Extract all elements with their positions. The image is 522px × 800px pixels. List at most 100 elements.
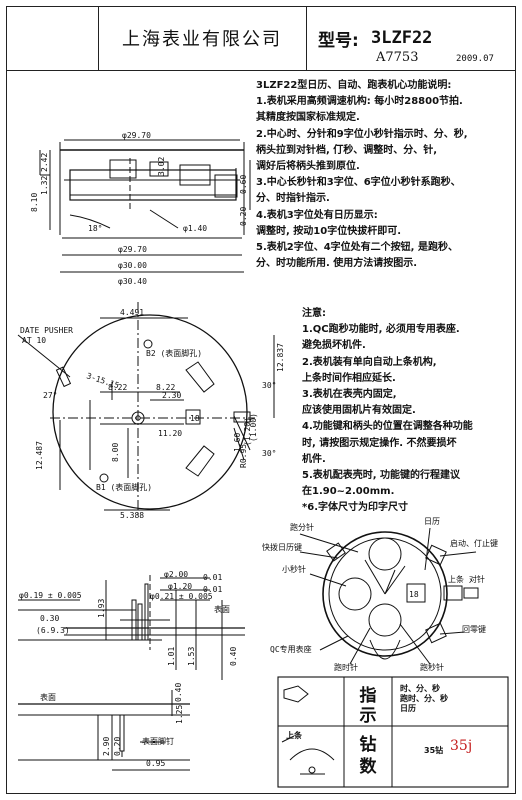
model-label: 型号: xyxy=(318,31,359,51)
caution-notes: 注意: 1.QC跑秒功能时, 必须用专用表座. 避免损坏机件. 2.表机装有单向自动… xyxy=(302,306,473,517)
note-line: 避免损坏机件. xyxy=(302,340,366,352)
dial-view-dimension: (1.00) xyxy=(249,413,258,442)
note-line: 1.表机采用高频调速机构: 每小时28800节拍. xyxy=(256,96,463,108)
spec-label-indication: 指示 xyxy=(359,686,377,726)
spec-table xyxy=(277,676,509,788)
function-callout-label: 快拨日历键 xyxy=(262,542,302,552)
function-callout-label: 回零键 xyxy=(462,624,486,634)
hand-stack-dimension: φ0.19 ± 0.005 xyxy=(19,591,82,600)
note-line: 1.QC跑秒功能时, 必须用专用表座. xyxy=(302,324,460,336)
hand-stack-dimension: 1.93 xyxy=(97,599,106,618)
dial-feet-view xyxy=(18,690,190,771)
dial-feet-dimension: 1.25 xyxy=(175,705,184,724)
function-callout-label: 日历 xyxy=(424,517,440,526)
dial-view-dimension: 12.837 xyxy=(276,343,285,372)
spec-value-indication: 时、分、秒 跑时、分、秒 日历 xyxy=(400,684,448,714)
side-view-dimension: φ1.40 xyxy=(183,224,207,233)
hand-stack-dimension: 0.40 xyxy=(229,647,238,666)
dial-view-dimension: 8.00 xyxy=(111,443,120,462)
dial-foot-hole-label: B1 (表面脚孔) xyxy=(96,482,152,492)
note-line: 在1.90~2.00mm. xyxy=(302,486,395,498)
dial-view-dimension: 30° xyxy=(262,449,276,458)
dial-surface-label: 表面 xyxy=(214,604,230,614)
dial-view-dimension: 4.491 xyxy=(120,308,144,317)
dial-view-dimension: 2.30 xyxy=(162,391,181,400)
note-line: 上条时间作相应延长. xyxy=(302,372,396,384)
dial-view-dimension: (1.20) xyxy=(243,417,252,446)
hand-stack-dimension: 0.30 xyxy=(40,614,59,623)
note-line: 2.表机装有单向自动上条机构, xyxy=(302,356,437,368)
function-description-notes: 3LZF22型日历、自动、跑表机心功能说明:1.表机采用高频调速机构: 每小时2… xyxy=(256,78,468,272)
hand-stack-dimension: 0.01 xyxy=(203,573,222,582)
function-callout-label: 上条 对针 xyxy=(448,574,485,584)
note-line: 4.表机3字位处有日历显示: xyxy=(256,209,378,221)
handwritten-jewel-count: 35j xyxy=(450,738,473,754)
note-title: 注意: xyxy=(302,308,326,319)
note-line: 2.中心时、分针和9字位小秒针指示时、分、秒, xyxy=(256,128,468,140)
hand-stack-dimension: 1.01 xyxy=(167,647,176,666)
movement-side-view xyxy=(39,139,251,273)
note-line: 分、时功能所用. 使用方法请按图示. xyxy=(256,258,418,270)
dial-foot-hole-label: B2 (表面脚孔) xyxy=(146,348,202,358)
dial-feet-dimension: 0.40 xyxy=(174,683,183,702)
winding-icon-label: 上条 xyxy=(286,731,302,740)
side-view-dimension: φ30.40 xyxy=(118,277,147,286)
dial-foot-label: 表面脚钉 xyxy=(142,736,174,746)
chronograph-function-diagram xyxy=(299,527,479,665)
note-line: 分、时指针指示. xyxy=(256,193,330,205)
function-callout-label: 跑时针 xyxy=(334,662,358,672)
model-number: 3LZF22 xyxy=(371,28,433,48)
dial-view-dimension: 30° xyxy=(262,381,276,390)
dial-feet-dimension: 0.20 xyxy=(113,737,122,756)
dial-view-dimension: R0.95 xyxy=(239,444,248,468)
hand-stack-dimension: φ1.20 xyxy=(168,582,192,591)
side-view-dimension: 18° xyxy=(88,224,102,233)
side-view-dimension: φ29.70 xyxy=(118,245,147,254)
date-window-value: 18 xyxy=(409,590,419,599)
spec-value-jewels: 35钻 xyxy=(424,746,444,755)
title-block-blank-cell xyxy=(6,6,99,70)
drawing-frame xyxy=(6,6,516,794)
spec-label-jewels: 钻数 xyxy=(359,735,377,777)
reference-number: A7753 xyxy=(376,50,419,65)
dial-view-dimension: 5.388 xyxy=(120,511,144,520)
function-callout-label: 跑分针 xyxy=(290,522,314,532)
note-line: 应该使用固机片有效固定. xyxy=(302,405,416,417)
side-view-dimension: 3.02 xyxy=(157,157,166,176)
hand-stack-dimension: 0.01 xyxy=(203,585,222,594)
note-line: 4.功能键和柄头的位置在调整各种功能 xyxy=(302,421,473,433)
spec-value-line2: 跑时、分、秒 xyxy=(400,694,448,703)
function-callout-label: QC专用表座 xyxy=(270,644,312,654)
note-line: 调好后将柄头推到原位. xyxy=(256,161,360,173)
function-callout-label: 小秒针 xyxy=(282,564,306,574)
side-view-dimension: 0.20 xyxy=(239,207,248,226)
side-view-dimension: 8.10 xyxy=(30,193,39,212)
hand-stack-view xyxy=(18,575,245,680)
side-view-dimension: 0.60 xyxy=(239,175,248,194)
note-line: 3.中心长秒针和3字位、6字位小秒针系跑秒、 xyxy=(256,177,461,189)
date-window-label: 18 xyxy=(190,414,200,423)
title-block: 上海表业有限公司 型号: 3LZF22 A7753 2009.07 xyxy=(6,6,516,71)
note-line: 3.表机在表壳内固定, xyxy=(302,389,397,401)
dial-view-dimension: 11.20 xyxy=(158,429,182,438)
note-line: 机件. xyxy=(302,453,326,465)
movement-dial-view xyxy=(17,302,275,515)
spec-value-line1: 时、分、秒 xyxy=(400,684,440,693)
dial-feet-dimension: 0.95 xyxy=(146,759,165,768)
hand-stack-dimension: φ0.21 ± 0.005 xyxy=(150,592,213,601)
model-cell: 型号: 3LZF22 A7753 2009.07 xyxy=(306,6,516,70)
note-line: 时, 请按图示规定操作. 不然要损坏 xyxy=(302,437,457,449)
function-callout-label: 跑秒针 xyxy=(420,662,444,672)
dial-view-dimension: 1.60 xyxy=(233,433,242,452)
hand-stack-dimension: φ2.00 xyxy=(164,570,188,579)
side-view-dimension: φ30.00 xyxy=(118,261,147,270)
dial-view-dimension: 8.22 xyxy=(108,383,127,392)
note-line: 5.表机配表壳时, 功能键的行程建议 xyxy=(302,470,461,482)
dial-view-dimension: 27° xyxy=(43,391,57,400)
note-line: 柄头拉到对针档, 仃秒、调整时、分、针, xyxy=(256,144,438,156)
dial-surface-label: 表面 xyxy=(40,692,56,702)
note-line: 其精度按国家标准规定. xyxy=(256,112,360,124)
note-line: *6.字体尺寸为印字尺寸 xyxy=(302,502,408,514)
